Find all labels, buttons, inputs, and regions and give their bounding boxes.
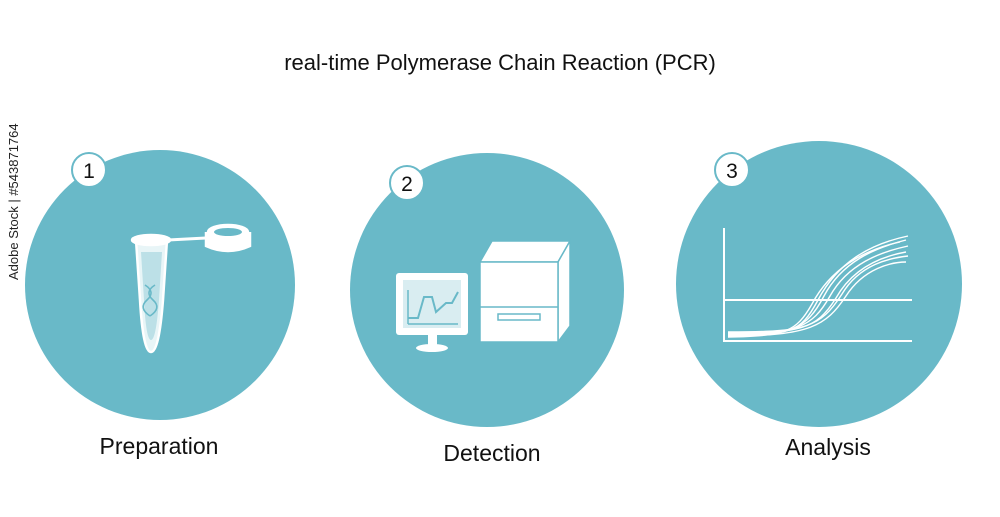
step-3-circle <box>676 141 962 427</box>
step-3-number: 3 <box>726 160 738 183</box>
pcr-machine-icon <box>478 238 572 345</box>
computer-monitor-icon <box>396 273 468 352</box>
step-2-group: 2 <box>350 153 624 427</box>
step-1-label: Preparation <box>99 433 219 459</box>
diagram-title: real-time Polymerase Chain Reaction (PCR… <box>284 50 716 75</box>
step-2-label: Detection <box>443 440 541 466</box>
step-3-badge <box>714 152 750 188</box>
step-1-group: 1 <box>25 150 295 420</box>
pcr-tube-icon <box>130 223 252 354</box>
step-2-number: 2 <box>401 173 413 196</box>
step-3-group: 3 <box>676 141 962 427</box>
step-1-badge <box>71 152 107 188</box>
step-1-number: 1 <box>83 160 95 183</box>
step-2-badge <box>389 165 425 201</box>
watermark-id: Adobe Stock | #543871764 <box>6 123 21 280</box>
step-3-label: Analysis <box>785 434 871 460</box>
amplification-curve-icon <box>723 228 912 342</box>
